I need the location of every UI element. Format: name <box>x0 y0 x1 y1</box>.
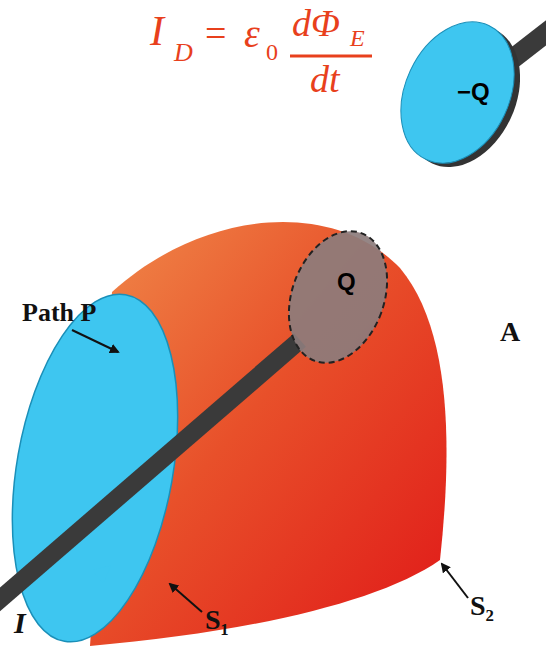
current-arrow <box>48 568 108 618</box>
formula-subscript: 0 <box>266 40 278 64</box>
surface-label: S₁ <box>205 606 229 634</box>
wire-rod <box>0 340 300 608</box>
capacitor-plate: Q <box>283 222 393 372</box>
formula-subscript: E <box>350 26 365 50</box>
charge-label: −Q <box>457 80 490 104</box>
leader-line <box>442 564 468 598</box>
formula-subscript: D <box>174 40 193 66</box>
leader-line <box>170 584 202 612</box>
formula-symbol: I <box>150 10 164 52</box>
current-label: I <box>14 608 26 638</box>
formula-symbol: dΦ <box>292 4 340 42</box>
formula-symbol: = <box>205 14 226 52</box>
surface-label: S₂ <box>470 592 494 620</box>
capacitor-plate: −Q <box>395 10 520 175</box>
formula-symbol: ε <box>244 14 260 54</box>
capacitor-plate <box>283 222 393 372</box>
charge-label: Q <box>337 270 356 294</box>
surface-s1 <box>0 281 202 652</box>
fraction-bar <box>290 55 372 58</box>
plate-label: A <box>500 318 520 346</box>
surface-path-label: Path P <box>22 300 96 326</box>
formula-symbol: dt <box>310 60 340 98</box>
leader-line <box>72 330 118 352</box>
